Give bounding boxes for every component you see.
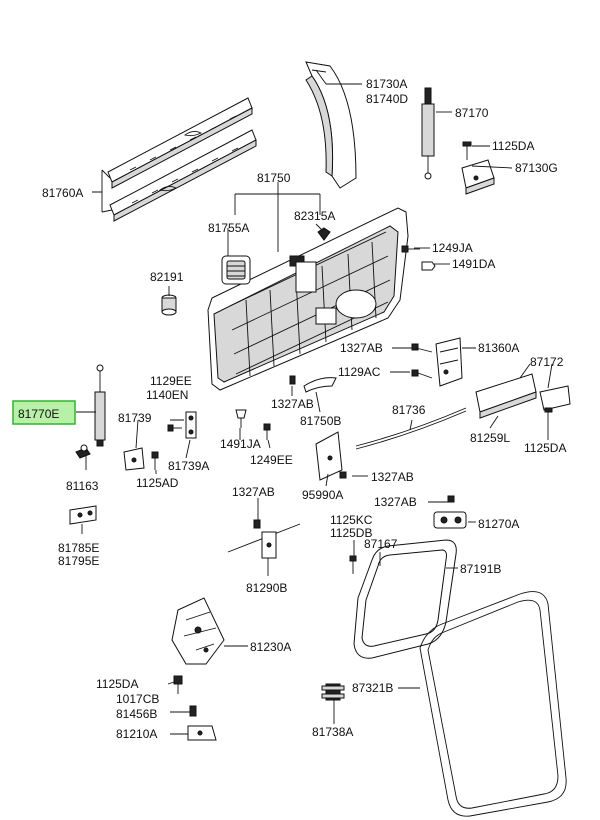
label-81770e[interactable]: 81770E	[18, 407, 59, 421]
label-81739a[interactable]: 81739A	[168, 459, 209, 473]
label-81259l[interactable]: 81259L	[470, 431, 510, 445]
latch-81360a	[435, 337, 463, 387]
bracket-87130g	[461, 159, 495, 195]
clip-82315a	[317, 227, 331, 241]
highlight-box	[12, 400, 76, 425]
bolt-81456b	[189, 705, 197, 717]
label-95990a[interactable]: 95990A	[302, 488, 343, 502]
bracket-81259l	[475, 363, 537, 419]
label-81738a[interactable]: 81738A	[312, 725, 353, 739]
label-81739[interactable]: 81739	[118, 411, 152, 425]
part-labels: 81760A 81730A 81740D 87170 1125DA 87130G…	[18, 77, 566, 741]
bolt-1125da-right	[544, 407, 553, 426]
leader-lines	[76, 69, 553, 735]
label-87167[interactable]: 87167	[364, 537, 398, 551]
label-1017cb[interactable]: 1017CB	[116, 692, 159, 706]
label-1125db[interactable]: 1125DB	[330, 526, 372, 540]
label-1125da-upper[interactable]: 1125DA	[492, 139, 534, 153]
label-1327ab-c[interactable]: 1327AB	[371, 470, 414, 484]
label-81290b[interactable]: 81290B	[246, 581, 287, 595]
label-87191b[interactable]: 87191B	[460, 562, 501, 576]
screw-1327ab-striker	[447, 495, 455, 503]
seal-87321b	[419, 591, 567, 817]
handle-81750b	[303, 377, 337, 393]
bolt-1125kc	[349, 555, 357, 574]
grommet-81738a	[321, 683, 345, 701]
label-87321b[interactable]: 87321B	[352, 681, 393, 695]
clip-1491ja	[235, 409, 247, 428]
screw-1327ab-center	[289, 375, 296, 385]
bracket-87172	[539, 385, 571, 411]
label-81730a[interactable]: 81730A	[366, 77, 407, 91]
label-1125da-right[interactable]: 1125DA	[524, 441, 566, 455]
label-87172[interactable]: 87172	[530, 355, 564, 369]
striker-81270a	[433, 511, 467, 529]
clip-1491da-upper	[421, 261, 436, 271]
label-81760a[interactable]: 81760A	[42, 186, 83, 200]
bolt-1125ad	[151, 451, 159, 470]
screw-1249ee	[263, 423, 271, 440]
gas-strut-87170	[421, 87, 435, 180]
label-1125kc[interactable]: 1125KC	[330, 513, 373, 527]
latch-81290b	[227, 523, 301, 559]
label-81785e[interactable]: 81785E	[58, 541, 99, 555]
plug-82191	[161, 294, 177, 316]
label-82315a[interactable]: 82315A	[294, 209, 335, 223]
label-81795e[interactable]: 81795E	[58, 554, 99, 568]
label-1491ja[interactable]: 1491JA	[220, 437, 261, 451]
label-82191[interactable]: 82191	[150, 270, 184, 284]
screw-1327ab-lower	[339, 471, 347, 479]
label-1327ab-d[interactable]: 1327AB	[232, 485, 275, 499]
gas-strut-81770e	[94, 364, 106, 447]
screw-1327ab-cable	[253, 519, 261, 529]
label-81755a[interactable]: 81755A	[208, 221, 249, 235]
label-81230a[interactable]: 81230A	[250, 640, 291, 654]
bolt-1125da-lower	[173, 675, 183, 694]
label-1129ee[interactable]: 1129EE	[150, 374, 192, 388]
bolt-1125da-upper	[462, 141, 472, 160]
label-1125ad[interactable]: 1125AD	[136, 476, 179, 490]
label-1491da[interactable]: 1491DA	[452, 257, 495, 271]
label-1249ee[interactable]: 1249EE	[250, 453, 293, 467]
screw-1129ee	[167, 424, 182, 432]
bracket-81739	[123, 447, 145, 471]
bracket-81210a	[187, 725, 217, 741]
rail-part-81760a	[107, 97, 257, 222]
label-1125da-lower[interactable]: 1125DA	[96, 677, 138, 691]
label-81736[interactable]: 81736	[392, 403, 426, 417]
label-81750[interactable]: 81750	[257, 171, 291, 185]
label-1129ac[interactable]: 1129AC	[338, 365, 381, 379]
sensor-95990a	[315, 431, 343, 481]
grille-81755a	[221, 255, 251, 285]
label-81740d[interactable]: 81740D	[366, 92, 408, 106]
bolt-1129ac	[411, 369, 433, 379]
label-87130g[interactable]: 87130G	[515, 161, 558, 175]
label-1327ab-e[interactable]: 1327AB	[374, 495, 417, 509]
label-81163[interactable]: 81163	[66, 479, 99, 493]
trim-panel-81750	[207, 207, 409, 391]
latch-81739a	[185, 411, 197, 439]
label-1327ab-a[interactable]: 1327AB	[340, 341, 383, 355]
label-81456b[interactable]: 81456B	[116, 707, 157, 721]
screw-1327ab-right	[411, 343, 419, 351]
bracket-81785e	[69, 505, 97, 525]
pillar-trim-81730a	[305, 61, 357, 189]
label-1140en[interactable]: 1140EN	[146, 388, 188, 402]
seal-87191b	[353, 539, 457, 659]
ball-stud-81163	[75, 444, 91, 459]
screw-1249ja	[401, 245, 420, 253]
label-81360a[interactable]: 81360A	[478, 341, 519, 355]
label-1327ab-b[interactable]: 1327AB	[271, 397, 314, 411]
label-87170[interactable]: 87170	[455, 106, 489, 120]
label-1249ja[interactable]: 1249JA	[432, 241, 473, 255]
label-81750b[interactable]: 81750B	[300, 414, 341, 428]
label-81210a[interactable]: 81210A	[116, 727, 157, 741]
latch-81230a	[171, 597, 225, 665]
label-81270a[interactable]: 81270A	[478, 517, 519, 531]
